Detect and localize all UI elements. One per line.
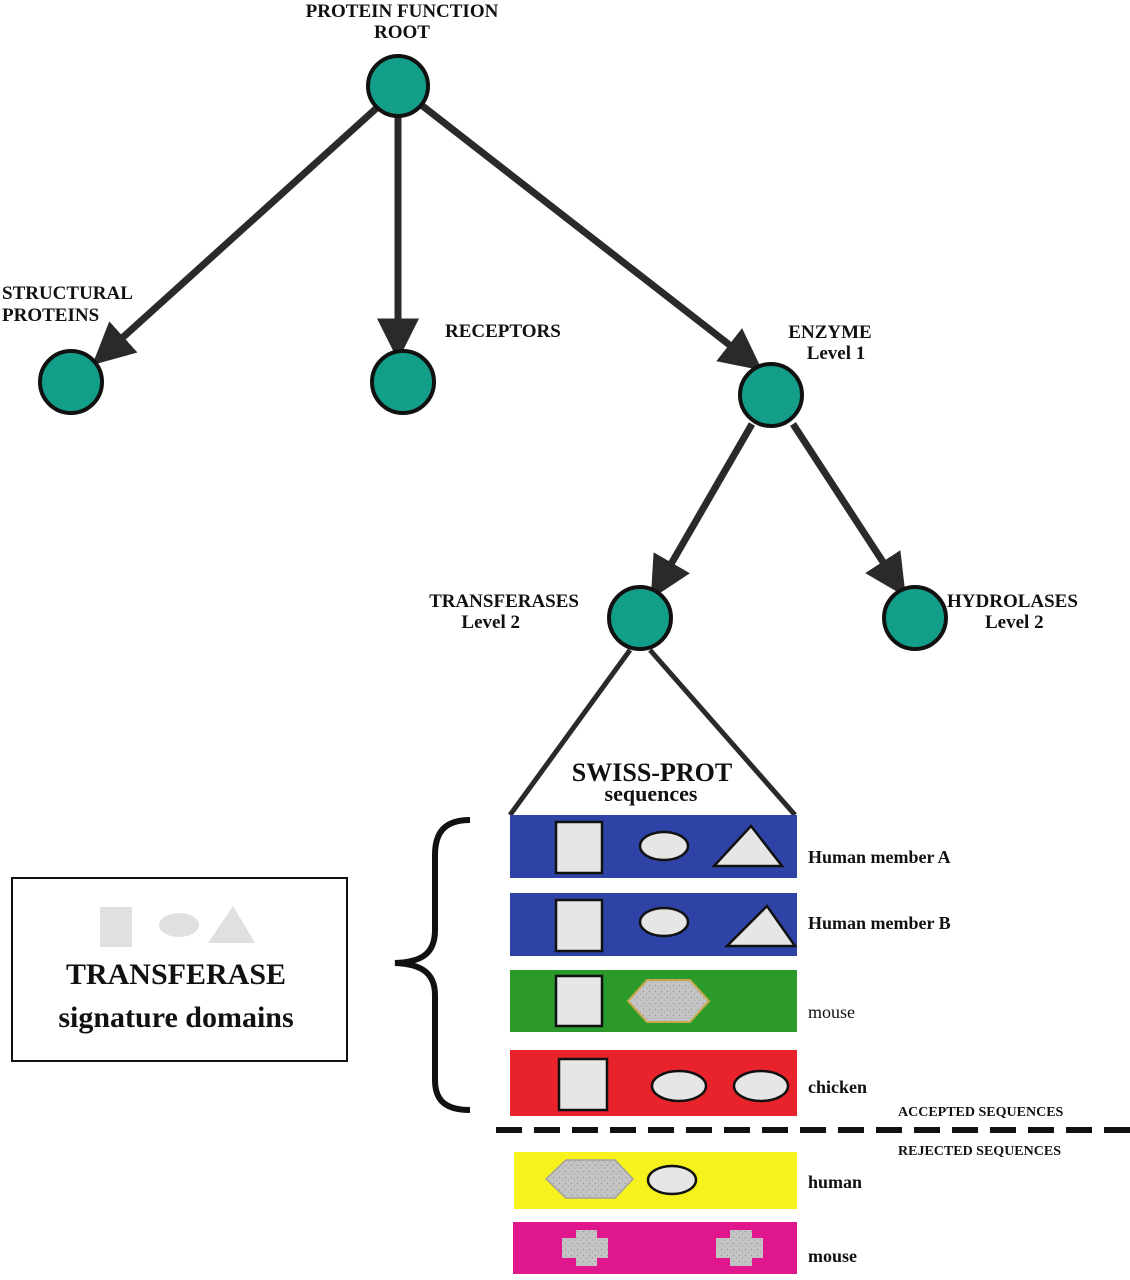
node-transferases[interactable] [607,585,673,651]
hexagon-domain-icon [544,1159,635,1199]
tree-nodes [38,54,948,651]
hydrolases-label-line1: HYDROLASES [947,591,1078,612]
triangle-domain-icon [711,824,785,868]
edge-transferases-left [507,648,633,817]
enzyme-label-line1: ENZYME [788,322,871,343]
ellipse-domain-icon [646,1164,698,1196]
edge-enzyme-hydrolases [790,422,906,597]
root-label-line2: ROOT [374,22,430,43]
legend: TRANSFERASE signature domains [11,877,348,1062]
square-domain-icon [554,820,604,875]
legend-triangle-icon [208,906,255,943]
triangle-domain-icon [723,904,798,948]
cross-domain-icon [562,1230,608,1266]
node-labels: PROTEIN FUNCTION ROOT STRUCTURAL PROTEIN… [2,1,1078,806]
sequence-label: Human member B [808,913,951,933]
enzyme-label-line2: Level 1 [807,343,866,364]
square-domain-icon [557,1057,609,1112]
edge-enzyme-transferases [650,422,756,600]
sequence-row[interactable]: Human member B [510,893,951,956]
sequence-label: mouse [808,1246,857,1266]
square-domain-icon [554,974,604,1028]
accepted-sequences-label: ACCEPTED SEQUENCES [898,1105,1064,1120]
receptors-label: RECEPTORS [445,321,561,342]
swissprot-label-line1: SWISS-PROT [572,758,732,787]
accepted-sequences: Human member A Human member B mouse chic… [510,815,951,1116]
sequence-label: human [808,1172,862,1192]
node-structural-proteins[interactable] [38,349,104,415]
sequence-row[interactable]: Human member A [510,815,951,878]
sequence-row[interactable]: mouse [513,1222,857,1274]
transferases-label-line1: TRANSFERASES [429,591,579,612]
tree-edges [92,101,906,817]
sequence-label: mouse [808,1002,855,1022]
sequence-row[interactable]: mouse [510,970,855,1032]
ellipse-domain-icon [638,906,690,938]
rejected-sequences: human mouse [513,1152,862,1274]
root-label-line1: PROTEIN FUNCTION [306,1,499,22]
node-receptors[interactable] [370,349,436,415]
accepted-rejected-divider: ACCEPTED SEQUENCES REJECTED SEQUENCES [496,1105,1130,1159]
node-enzyme[interactable] [738,362,804,428]
structural-label-line2: PROTEINS [2,305,99,326]
edge-root-structural [92,102,383,366]
legend-ellipse-icon [159,913,199,937]
legend-title-line2: signature domains [58,1001,293,1034]
sequence-row[interactable]: human [514,1152,862,1209]
node-root[interactable] [366,54,430,118]
legend-box [11,877,348,1062]
legend-square-icon [100,907,132,947]
legend-title-line1: TRANSFERASE [66,958,286,991]
edge-root-enzyme [417,101,763,371]
node-hydrolases[interactable] [882,585,948,651]
ellipse-domain-icon [638,830,690,862]
ellipse-domain-icon [732,1069,790,1103]
edge-transferases-right [648,648,797,817]
transferases-label-line2: Level 2 [461,612,520,633]
sequence-label: chicken [808,1077,867,1097]
rejected-sequences-label: REJECTED SEQUENCES [898,1144,1061,1159]
sequence-label: Human member A [808,847,951,867]
cross-domain-icon [716,1230,763,1266]
accepted-brace [394,817,471,1113]
ellipse-domain-icon [650,1069,708,1103]
structural-label-line1: STRUCTURAL [2,283,133,304]
hexagon-domain-icon [626,979,711,1023]
hydrolases-label-line2: Level 2 [985,612,1044,633]
square-domain-icon [554,898,604,953]
sequence-row[interactable]: chicken [510,1050,867,1116]
swissprot-label-line2: sequences [605,781,698,806]
